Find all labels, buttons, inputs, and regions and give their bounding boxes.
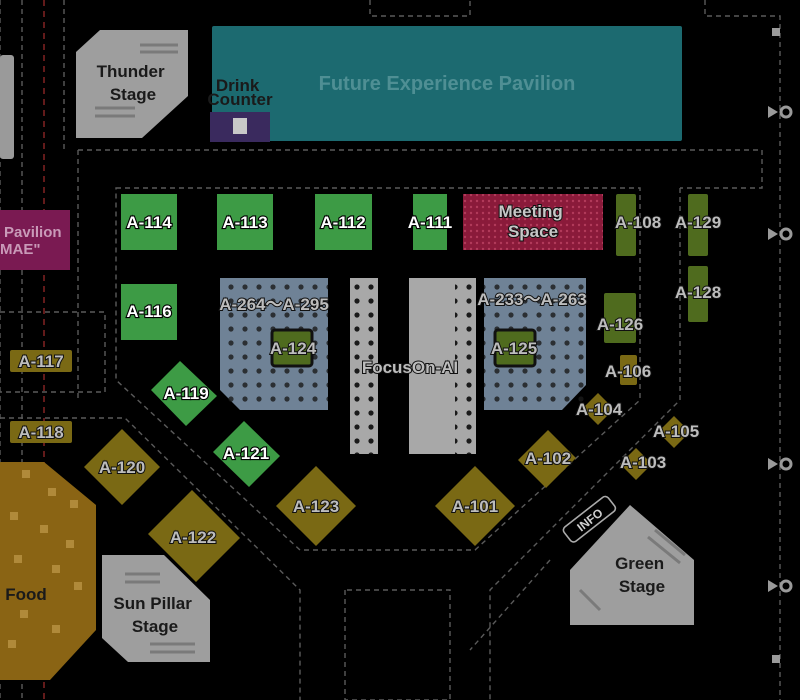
svg-text:A-105: A-105 [653, 422, 699, 441]
left-pavilion-label: Pavilion MAE" [0, 224, 66, 258]
svg-text:A-128: A-128 [675, 283, 721, 302]
booth-a114 [121, 194, 177, 250]
svg-text:A-114: A-114 [126, 213, 172, 232]
svg-text:A-118: A-118 [18, 423, 63, 442]
left-edge-block [0, 55, 14, 159]
future-pavilion-label: Future Experience Pavilion [319, 73, 576, 95]
green-booths[interactable] [121, 194, 447, 487]
booth-a104 [582, 393, 614, 425]
svg-text:A-103: A-103 [620, 453, 666, 472]
booth-a128 [688, 266, 708, 322]
thunder-stage-label: Thunder Stage [97, 62, 170, 104]
booth-a102 [518, 430, 576, 488]
booth-a120 [84, 429, 160, 505]
svg-text:A-117: A-117 [18, 352, 63, 371]
svg-text:A-113: A-113 [222, 213, 267, 232]
dark-green-labels: A-108 A-129 A-128 A-126 [596, 212, 722, 335]
sun-pillar-label: Sun Pillar Stage [113, 594, 196, 636]
thunder-stage[interactable]: Thunder Stage [76, 30, 188, 138]
booth-a125 [493, 328, 537, 368]
meeting-space-label: Meeting Space [499, 202, 568, 241]
booth-cluster-left[interactable]: A-124 [220, 278, 328, 410]
left-pavilion[interactable]: Pavilion MAE" [0, 210, 70, 270]
svg-text:A-264～A-295: A-264～A-295 [219, 295, 329, 314]
drink-counter[interactable]: Drink Counter [207, 76, 273, 142]
svg-text:A-104: A-104 [576, 400, 623, 419]
yellow-booth-labels: A-106 A-104 A-105 A-103 A-102 A-101 A-12… [17, 351, 700, 548]
booth-a121 [213, 421, 280, 487]
booth-a113 [217, 194, 273, 250]
exit-markers [768, 28, 793, 663]
booth-a105 [658, 416, 690, 448]
future-experience-pavilion[interactable]: Future Experience Pavilion [212, 26, 682, 141]
booth-a103 [620, 448, 652, 480]
booth-a101 [435, 466, 515, 546]
svg-text:A-112: A-112 [320, 213, 365, 232]
svg-text:A-111: A-111 [408, 213, 452, 232]
svg-text:A-124: A-124 [270, 339, 317, 358]
booth-a106 [620, 355, 637, 385]
svg-text:A-106: A-106 [605, 362, 651, 381]
booth-a126 [604, 293, 636, 343]
dark-green-booths[interactable] [604, 194, 708, 343]
green-booth-labels: A-114 A-113 A-112 A-111 A-116 A-119 A-12… [125, 212, 453, 464]
svg-text:A-126: A-126 [597, 315, 643, 334]
yellow-booths[interactable] [10, 350, 690, 582]
svg-text:A-122: A-122 [170, 528, 216, 547]
svg-text:A-102: A-102 [525, 449, 571, 468]
booth-a124 [270, 328, 314, 368]
booth-a129 [688, 194, 708, 256]
booth-a118 [10, 421, 72, 443]
booth-a111 [413, 194, 447, 250]
cup-icon [233, 118, 247, 134]
meeting-space[interactable]: Meeting Space [463, 194, 603, 250]
booth-cluster-right[interactable]: A-125 [484, 278, 586, 410]
green-stage-label: Green Stage [615, 554, 669, 596]
booth-range-labels: A-264～A-295 A-233～A-263 [218, 289, 588, 315]
svg-text:A-120: A-120 [99, 458, 145, 477]
sun-pillar-stage[interactable]: Sun Pillar Stage [102, 555, 210, 662]
drink-counter-label: Drink Counter [207, 76, 273, 109]
focus-on-ai-label: FocusOn-AI [362, 358, 458, 377]
booth-a123 [276, 466, 356, 546]
food-area[interactable]: Food [0, 462, 96, 680]
svg-text:A-233～A-263: A-233～A-263 [477, 290, 587, 309]
svg-text:A-119: A-119 [163, 384, 208, 403]
svg-text:A-108: A-108 [615, 213, 661, 232]
svg-text:A-129: A-129 [675, 213, 721, 232]
booth-a119 [151, 361, 217, 426]
svg-text:A-116: A-116 [126, 302, 171, 321]
svg-text:A-125: A-125 [491, 339, 537, 358]
booth-a112 [315, 194, 372, 250]
svg-text:A-101: A-101 [452, 497, 498, 516]
food-label: Food [5, 585, 47, 604]
corridor-lines [0, 0, 781, 700]
booth-a122 [148, 490, 240, 582]
booth-a117 [10, 350, 72, 372]
focus-on-ai-area[interactable]: FocusOn-AI [350, 278, 476, 454]
booth-a116 [121, 284, 177, 340]
green-stage[interactable]: Green Stage [570, 505, 694, 625]
booth-a108 [616, 194, 636, 256]
svg-text:A-123: A-123 [293, 497, 339, 516]
svg-text:A-121: A-121 [223, 444, 269, 463]
